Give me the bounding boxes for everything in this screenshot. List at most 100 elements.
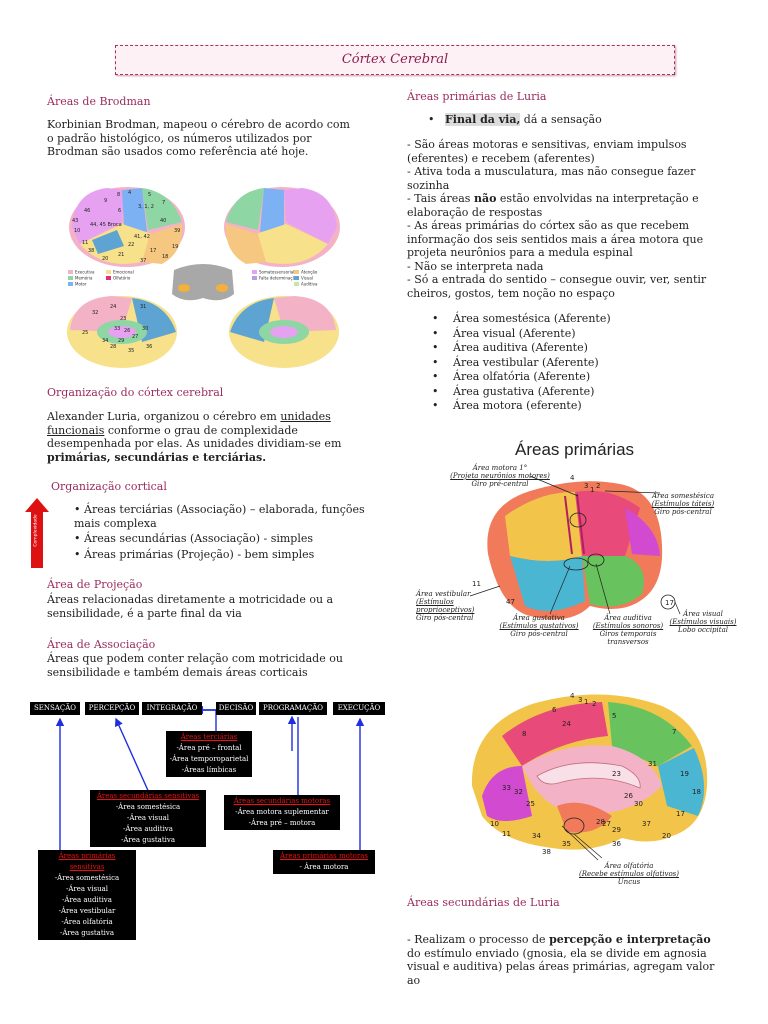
org-text-part: Alexander Luria, organizou o cérebro em	[47, 410, 281, 423]
fig1-label-line: Lobo occipital	[677, 626, 729, 634]
area-number-label: 7	[672, 728, 676, 736]
brodman-heading: Áreas de Brodman	[47, 95, 151, 108]
area-number-label: 2	[596, 482, 600, 490]
area-number-label: 43	[72, 218, 78, 224]
sec-sensitivas-item: -Área auditiva	[123, 825, 173, 833]
area-number-label: 27	[602, 820, 611, 828]
complexity-arrow: Complexidade	[25, 498, 49, 568]
nao-bold: não	[473, 192, 497, 205]
area-number-label: 25	[526, 800, 535, 808]
area-number-label: 6	[552, 706, 557, 714]
terciarias-title: Áreas terciárias	[180, 733, 238, 741]
flow-sensacao: SENSAÇÃO	[30, 702, 80, 715]
sec-text: - Realizam o processo de percepção e int…	[407, 933, 725, 987]
fig1-gustativa-label: Área gustativa (Estímulos gustativos) Gi…	[494, 614, 584, 638]
list-item: Área olfatória (Aferente)	[428, 370, 728, 385]
svg-text:Emocional: Emocional	[113, 270, 134, 275]
cortical-item: Áreas secundárias (Associação) - simples	[84, 532, 314, 545]
luria-line: - Só a entrada do sentido – consegue ouv…	[407, 273, 707, 300]
area-number-label: 24	[562, 720, 571, 728]
area-number-label: 2	[592, 700, 596, 708]
area-number-label: 38	[542, 848, 551, 856]
area-number-label: 17	[150, 248, 156, 254]
flow-decisao: DECISÃO	[216, 702, 256, 715]
fig1-motora-label: Área motora 1° (Projeta neurônios motore…	[445, 464, 555, 488]
area-number-label: 28	[596, 818, 605, 826]
final-via-line: • Final da via, dá a sensação	[428, 113, 602, 126]
area-number-label: 9	[104, 198, 107, 204]
org-text-underline: unidades funcionais	[47, 410, 331, 437]
brodman-medial-left	[67, 296, 177, 368]
svg-text:Visual: Visual	[301, 276, 313, 281]
area-number-label: 4	[570, 474, 575, 482]
brodman-lateral-left	[69, 187, 185, 267]
area-number-label: 26	[624, 792, 633, 800]
area-number-label: 5	[148, 192, 151, 198]
area-number-label: 37	[140, 258, 146, 264]
area-number-label: 46	[84, 208, 90, 214]
fig1-label-line: (Projeta neurônios motores)	[450, 472, 550, 480]
luria-line: - Ativa toda a musculatura, mas não cons…	[407, 165, 696, 192]
luria-heading: Áreas primárias de Luria	[407, 90, 547, 103]
fig1-title: Áreas primárias	[515, 440, 635, 459]
svg-text:Memória: Memória	[75, 276, 93, 281]
fig1-label-line: (Estímulos gustativos)	[499, 622, 579, 630]
area-number-label: 31	[648, 760, 657, 768]
area-number-label: 4	[570, 692, 575, 700]
fig1-label-line: Giro pós-central	[654, 508, 712, 516]
fig1-visual-label: Área visual (Estímulos visuais) Lobo occ…	[668, 610, 738, 634]
area-number-label: 8	[522, 730, 526, 738]
brodman-coronal	[172, 264, 234, 301]
area-number-label: 6	[118, 208, 121, 214]
brodman-areas-figure: Executiva Memória Motor Emocional Olfató…	[67, 187, 340, 368]
area-number-label: 33	[114, 326, 120, 332]
area-number-label: 29	[612, 826, 621, 834]
area-number-label: 18	[162, 254, 168, 260]
area-number-label: 11	[502, 830, 511, 838]
org-text-bold: primárias, secundárias e terciárias.	[47, 450, 267, 464]
luria-description: - São áreas motoras e sensitivas, enviam…	[407, 138, 727, 300]
area-number-label: 31	[140, 304, 146, 310]
area-number-label: 1	[584, 698, 588, 706]
associacao-heading: Área de Associação	[47, 638, 156, 651]
list-item: Área gustativa (Aferente)	[428, 385, 728, 400]
terciarias-item: -Áreas límbicas	[181, 766, 237, 774]
luria-line: - Não se interpreta nada	[407, 259, 544, 273]
flow-programacao: PROGRAMAÇÃO	[259, 702, 327, 715]
sec-sensitivas-item: -Área gustativa	[120, 836, 176, 844]
area-number-label: 22	[128, 242, 134, 248]
area-number-label: 23	[612, 770, 621, 778]
areas-list: Área somestésica (Aferente) Área visual …	[428, 312, 728, 414]
sec-text-part: do estímulo enviado (gnosia, ela se divi…	[407, 946, 715, 987]
area-number-label: 3	[578, 696, 582, 704]
area-number-label: 26	[124, 328, 130, 334]
area-number-label: 39	[174, 228, 180, 234]
sec-sensitivas-title: Áreas secundárias sensitivas	[96, 792, 200, 800]
area-number-label: 27	[132, 334, 138, 340]
area-number-label: 20	[662, 832, 671, 840]
area-number-label: 47	[506, 598, 515, 606]
area-number-label: 7	[162, 200, 165, 206]
prim-sensitivas-item: -Área somestésica	[54, 874, 120, 882]
fig1-label-line: (Estímulos	[416, 598, 454, 606]
sec-text-part: - Realizam o processo de	[407, 933, 550, 946]
prim-sensitivas-item: -Área visual	[65, 885, 108, 893]
cortical-item: Áreas primárias (Projeção) - bem simples	[84, 547, 315, 561]
area-number-label: 18	[692, 788, 701, 796]
area-number-label: 5	[612, 712, 616, 720]
sec-motoras-item: -Área motora suplementar	[235, 808, 329, 816]
complexity-label: Complexidade	[33, 514, 39, 547]
area-number-label: 32	[92, 310, 98, 316]
prim-sensitivas-title: Áreas primárias sensitivas	[58, 852, 116, 871]
projecao-heading: Área de Projeção	[47, 578, 143, 591]
fig1-label-line: Área motora 1°	[472, 464, 528, 472]
cortical-heading: Organização cortical	[51, 480, 167, 493]
area-number-label: 32	[514, 788, 523, 796]
svg-text:Auditiva: Auditiva	[301, 282, 318, 287]
terciarias-item: -Área temporoparietal	[169, 755, 249, 763]
svg-text:Atenção: Atenção	[301, 270, 318, 275]
area-number-label: 36	[612, 840, 621, 848]
area-number-label: 8	[117, 192, 120, 198]
area-number-label: 33	[502, 784, 511, 792]
